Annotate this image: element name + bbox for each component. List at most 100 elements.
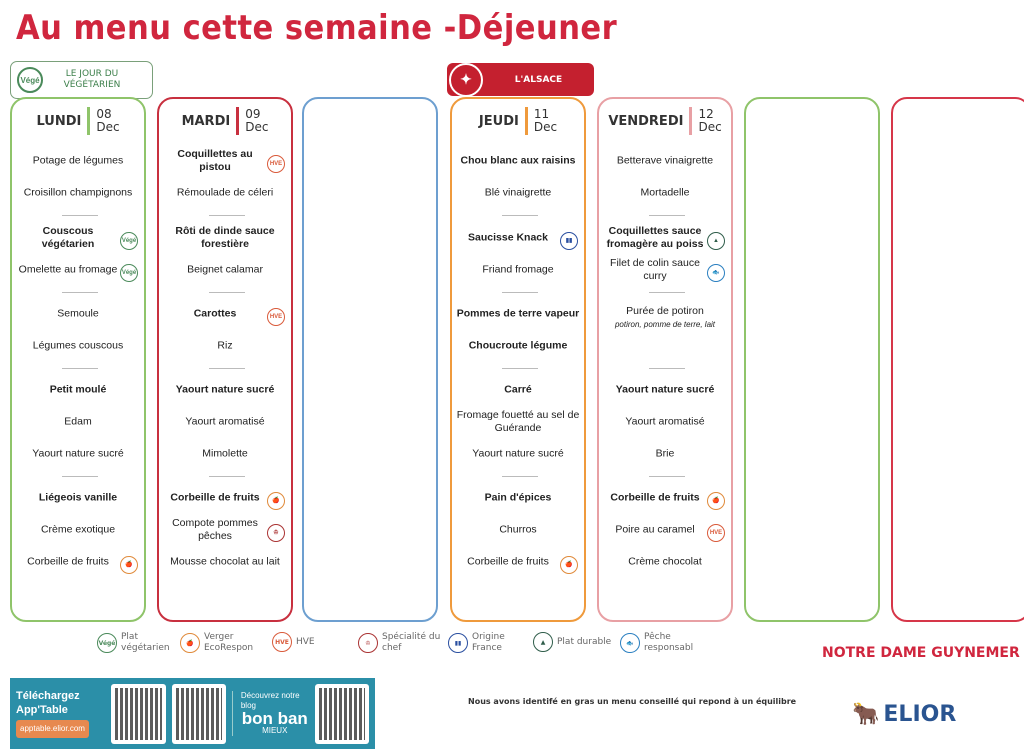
course-separator [209,476,245,477]
course-separator [62,215,98,216]
qr-code-android[interactable] [171,683,226,744]
day-name: VENDREDI [608,113,684,129]
day-name: JEUDI [478,113,519,129]
menu-item: Rôti de dinde sauce forestière [175,225,275,250]
menu-item: Pain d'épices [484,491,552,504]
divider [524,107,528,135]
legend-label: Plat durable [557,636,612,647]
course-separator [209,368,245,369]
menu-item: Crème chocolat [628,555,702,568]
course-separator [209,292,245,293]
app-url-link[interactable]: apptable.elior.com [16,720,89,738]
day-column-samedi [744,97,880,622]
vegetarian-day-label: LE JOUR DU VÉGÉTARIEN [63,69,121,90]
legend-item: 🐟Pêche responsabl [620,632,704,654]
course-separator [502,292,538,293]
menu-item: Coquillettes sauce fromagère au poiss [606,225,704,250]
peche-icon: 🐟 [620,633,640,653]
course-separator [502,215,538,216]
menu-item: Carottes [193,307,237,320]
course-separator [62,476,98,477]
menu-item: Mortadelle [640,186,690,199]
legend-label: Verger EcoRespon [204,632,254,653]
menu-item: Blé vinaigrette [484,186,552,199]
menu-item: Potage de légumes [32,154,124,167]
app-download-label: Téléchargez [16,690,80,702]
legend-item: ▮▮Origine France [448,632,532,654]
menu-item: Mimolette [202,447,248,460]
hve-icon: HVE [707,524,725,542]
legend-label: Origine France [472,632,505,653]
france-icon: ▮▮ [448,633,468,653]
verger-icon: 🍎 [267,491,285,510]
day-name: MARDI [181,113,231,129]
legend-label: HVE [296,636,315,647]
qr-code-ios[interactable] [111,683,166,744]
theme-banner: ✦ L'ALSACE [447,62,594,97]
legend-item: ▲ Plat durable [533,632,617,652]
menu-item: Corbeille de fruits [610,491,700,504]
vege-icon: Végé [120,264,138,282]
course-separator [649,476,685,477]
divider [236,107,240,135]
chef-icon: ♔ [358,633,378,653]
chef-icon: ♔ [267,523,285,542]
menu-item: Yaourt nature sucré [615,383,715,396]
balance-note: Nous avons identifé en gras un menu cons… [468,697,797,706]
course-separator [209,215,245,216]
menu-item: Betterave vinaigrette [616,154,714,167]
durable-icon: ▲ [707,232,725,250]
legend-item: 🍎Verger EcoRespon [180,632,264,654]
blog-logo: bon ban [241,709,308,728]
menu-item: Edam [64,415,92,428]
legend-label: Pêche responsabl [644,632,694,653]
pretzel-icon: ✦ [449,62,483,97]
page-title: Au menu cette semaine -Déjeuner [16,8,618,48]
menu-item: Yaourt nature sucré [175,383,275,396]
menu-item: Compote pommes pêches [172,517,258,542]
qr-code-blog[interactable] [314,683,370,744]
hve-icon: HVE [267,155,285,173]
divider [87,107,91,135]
menu-item: Yaourt aromatisé [185,415,265,428]
menu-item: Riz [217,339,233,352]
menu-item: Corbeille de fruits [467,555,549,568]
menu-item: Pommes de terre vapeur [456,307,580,320]
brand-name: ELIOR [883,702,957,727]
menu-item: Friand fromage [482,263,554,276]
app-name: App'Table [16,704,68,716]
hve-icon: HVE [272,632,292,652]
menu-item: Carré [504,383,532,396]
menu-item: Couscous végétarien [41,225,95,250]
menu-item: Poire au caramel [615,523,695,536]
menu-item: Omelette au fromage [18,263,118,276]
hve-icon: HVE [267,308,285,326]
verger-icon: 🍎 [120,555,138,574]
menu-item: Beignet calamar [187,263,263,276]
menu-item: Fromage fouetté au sel de Guérande [456,409,580,434]
vegetarian-day-banner: Végé LE JOUR DU VÉGÉTARIEN [10,61,153,99]
menu-item: Liégeois vanille [38,491,118,504]
menu-item: Filet de colin sauce curry [610,257,700,282]
legend-item: HVE HVE [272,632,356,652]
course-separator [62,292,98,293]
course-separator [62,368,98,369]
menu-item: Yaourt aromatisé [625,415,705,428]
vege-icon: Végé [97,633,117,653]
menu-item: Crème exotique [40,523,116,536]
elior-logo: 🐂ELIOR [852,702,956,727]
menu-item: Yaourt nature sucré [32,447,124,460]
durable-icon: ▲ [533,632,553,652]
